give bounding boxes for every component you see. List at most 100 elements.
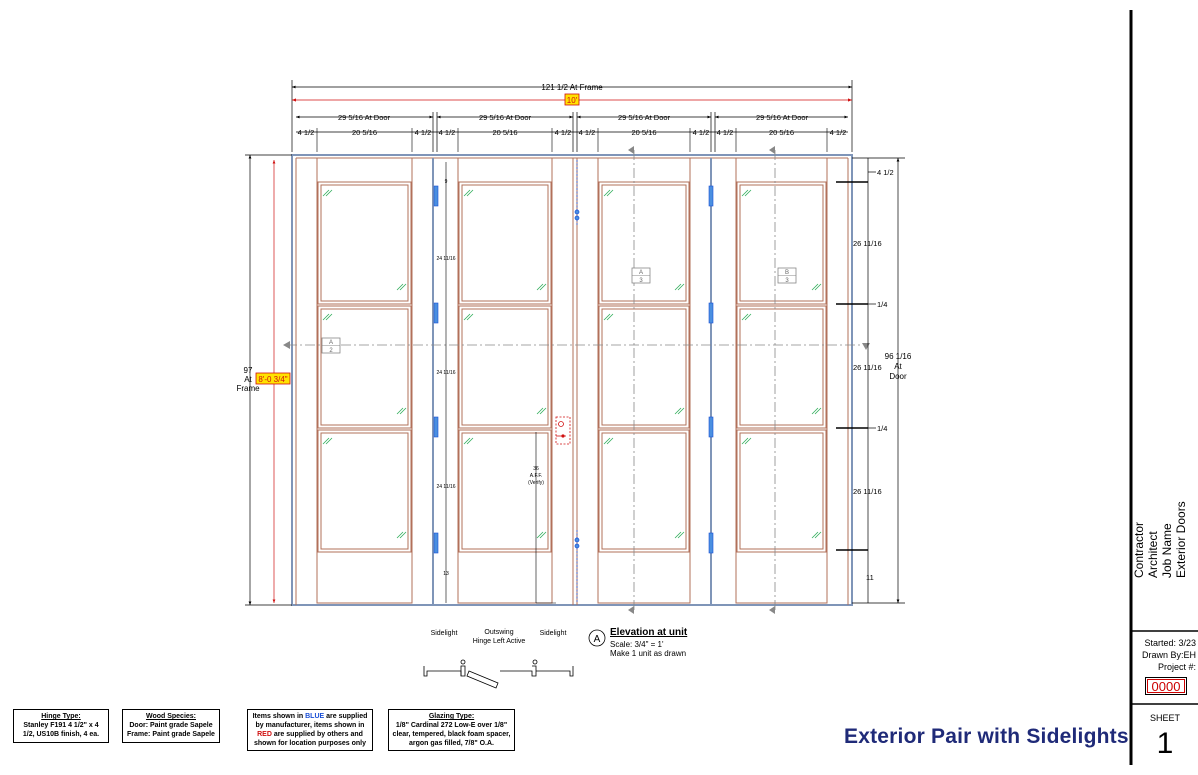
bottom-rail-dim: 11: [866, 573, 874, 582]
elevation-note: Make 1 unit as drawn: [610, 649, 687, 658]
glass-hatch: [603, 437, 614, 445]
wood-species-title: Wood Species:: [145, 713, 197, 720]
tb-project-number: 0000: [1147, 679, 1185, 693]
tb-contractor: Contractor: [1132, 521, 1146, 578]
glass-lite: [601, 308, 687, 426]
height-frame-dim-b: At: [244, 375, 252, 384]
height-red-dim-box: [255, 372, 291, 385]
door-width-dim-3: 29 5/16 At Door: [618, 113, 671, 122]
elevation-scale: Scale: 3/4" = 1': [610, 640, 664, 649]
mullion-dim-2: 1/4: [877, 424, 887, 433]
glass-hatch: [322, 437, 333, 445]
legend-blue: BLUE: [305, 713, 325, 720]
glass-lite-frame: [458, 429, 552, 553]
stile-dim: 4 1/2: [693, 128, 710, 137]
wood-species-frame: Frame: Paint grade Sapele: [127, 731, 215, 738]
height-door-dim-c: Door: [889, 372, 907, 381]
glass-lite: [320, 432, 409, 550]
legend-red: RED: [257, 731, 272, 738]
stile-dim: 4 1/2: [415, 128, 432, 137]
glass-lite: [739, 184, 824, 302]
overall-frame-dim: 121 1/2 At Frame: [541, 83, 603, 92]
hinge-bottom-dim: 13: [443, 571, 449, 577]
height-frame-dim-c: Frame: [236, 384, 260, 393]
hinge: [433, 302, 439, 324]
hinge-spacing-dim-3: 24 11/16: [436, 484, 455, 490]
hinge: [433, 185, 439, 207]
tb-job-name: Job Name: [1160, 523, 1174, 578]
hinge: [708, 185, 714, 207]
tb-architect: Architect: [1146, 531, 1160, 578]
lock-height-c: (Verify): [528, 480, 544, 486]
height-highlight-dim: 8'-0 3/4": [258, 375, 287, 384]
color-legend-note: Items shown in BLUE are supplied by manu…: [247, 709, 373, 751]
plan-outswing-2: Hinge Left Active: [473, 638, 526, 645]
plan-sidelight-right: Sidelight: [540, 630, 567, 637]
drawing-title: Exterior Pair with Sidelights: [844, 725, 1129, 748]
door-panels: [316, 157, 828, 604]
glass-width-dim: 20 5/16: [492, 128, 517, 137]
glass-hatch: [603, 189, 614, 197]
glass-height-dim-2: 26 11/16: [853, 363, 882, 372]
plan-outswing-1: Outswing: [484, 629, 513, 636]
glass-hatch: [322, 189, 333, 197]
glass-hatch: [811, 531, 822, 539]
glass-hatch: [674, 407, 685, 415]
right-vertical-dimensions: [836, 157, 905, 604]
flush-bolts: [574, 160, 580, 603]
glass-lite: [320, 184, 409, 302]
door-width-dim-4: 29 5/16 At Door: [756, 113, 809, 122]
legend-text-1: Items shown in: [252, 713, 306, 720]
door-width-dim-1: 29 5/16 At Door: [338, 113, 391, 122]
glass-lite: [461, 184, 549, 302]
overall-red-dim-box: [564, 93, 580, 106]
elevation-marker: [588, 629, 606, 647]
section-tag-side-top: A: [329, 340, 333, 346]
hinge: [708, 302, 714, 324]
glass-hatch: [603, 313, 614, 321]
height-door-dim-a: 96 1/16: [885, 352, 912, 361]
glass-lite-frame: [458, 305, 552, 429]
height-frame-dim-a: 97: [244, 366, 253, 375]
door-width-dim-2: 29 5/16 At Door: [479, 113, 532, 122]
hinges: [433, 185, 714, 554]
glass-hatch: [463, 313, 474, 321]
glass-width-dim: 20 5/16: [352, 128, 377, 137]
glass-lite-frame: [317, 429, 412, 553]
hinge-type-body: Stanley F191 4 1/2" x 4 1/2, US10B finis…: [22, 722, 100, 738]
glass-lite-frame: [598, 429, 690, 553]
leaf-stile-lines: [597, 157, 691, 604]
glass-lite-frame: [317, 181, 412, 305]
hinge-type-title: Hinge Type:: [41, 713, 81, 720]
glass-lite-frame: [736, 429, 827, 553]
elevation-marker-letter: A: [594, 634, 601, 645]
section-tag-b-top: B: [785, 270, 789, 276]
tb-started: Started: 3/23: [1144, 638, 1196, 648]
title-block-frame: [1129, 10, 1198, 765]
glass-lite: [739, 432, 824, 550]
legend-text-3: are supplied by others and shown for loc…: [253, 731, 366, 747]
glazing-type-body: 1/8" Cardinal 272 Low-E over 1/8" clear,…: [392, 722, 511, 747]
glass-hatch: [463, 189, 474, 197]
stile-dim: 4 1/2: [830, 128, 847, 137]
glass-lite: [739, 308, 824, 426]
elevation-title: Elevation at unit: [610, 627, 688, 638]
tb-project-number-box: 0000: [1145, 677, 1187, 695]
tb-sheet-number: 1: [1156, 727, 1174, 760]
hinge-spacing-dim-2: 24 11/16: [436, 370, 455, 376]
door-leaf-3: [597, 157, 691, 604]
glass-hatch: [536, 283, 547, 291]
glass-lite-frame: [736, 305, 827, 429]
tb-sheet-label: SHEET: [1149, 713, 1180, 723]
tb-drawn-by: Drawn By:EH: [1141, 650, 1196, 660]
lock-height-a: 36: [533, 466, 539, 472]
section-tag-side-bot: 2: [329, 348, 333, 354]
glass-hatch: [674, 531, 685, 539]
glass-lite-frame: [736, 181, 827, 305]
glass-hatch: [396, 407, 407, 415]
hinge-spacing-dim-1: 24 11/16: [436, 256, 455, 262]
glass-lite: [601, 432, 687, 550]
glass-hatch: [396, 283, 407, 291]
glass-lite-frame: [598, 181, 690, 305]
